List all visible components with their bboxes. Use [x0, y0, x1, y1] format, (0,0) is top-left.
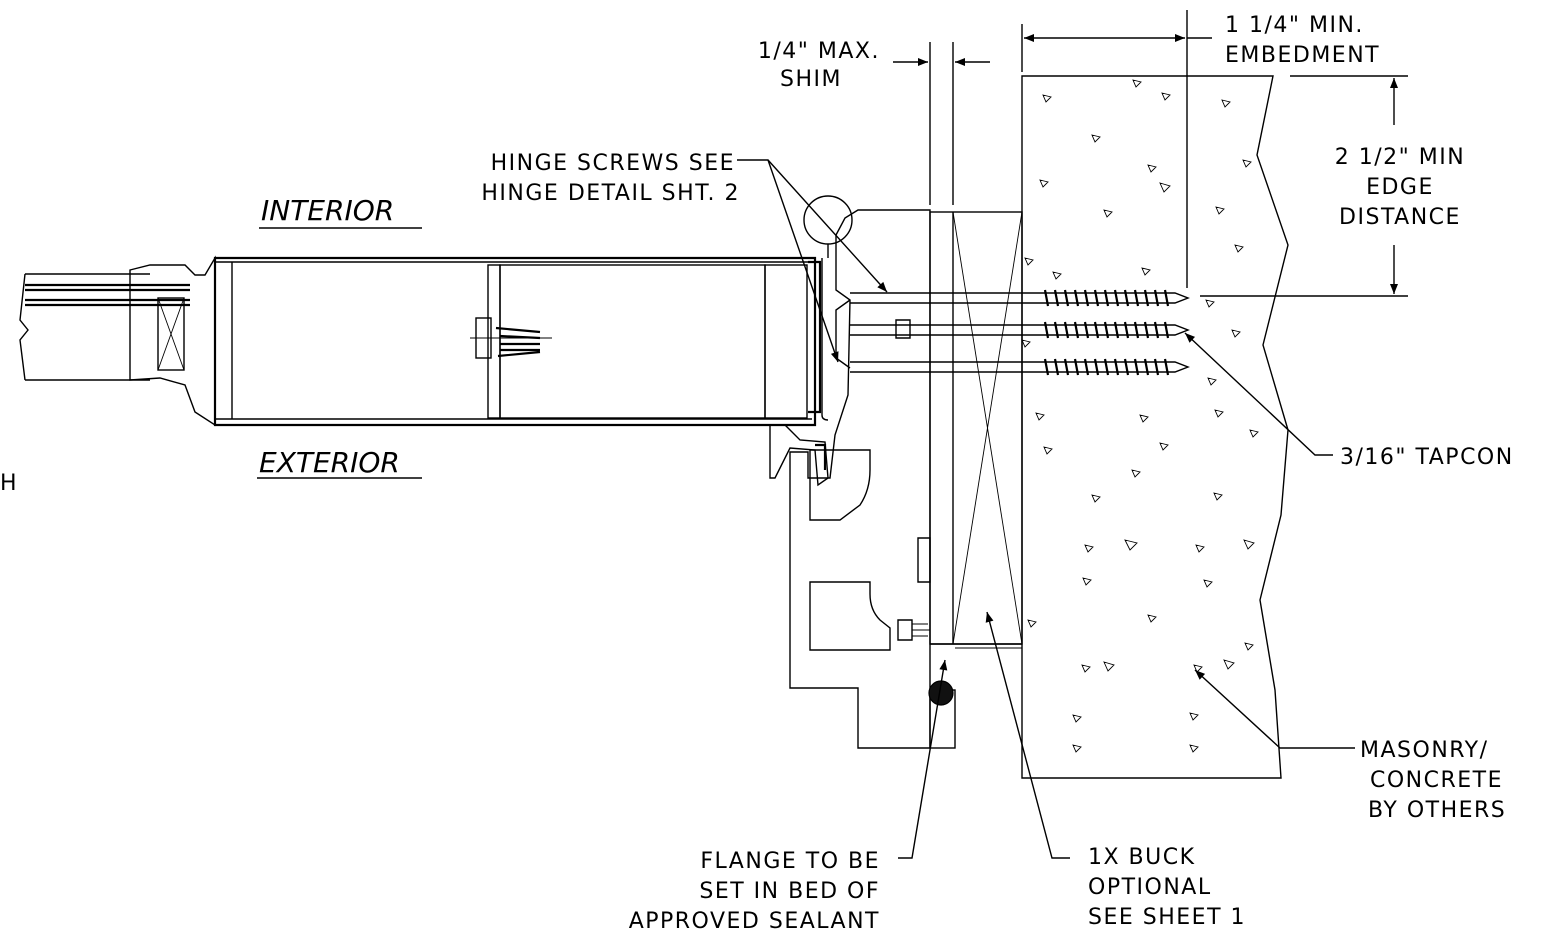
leader-lines — [737, 159, 1355, 859]
frame-profile — [789, 209, 931, 749]
dimension-embedment — [1021, 10, 1212, 288]
annotation-labels: INTERIOR EXTERIOR 1/4" MAX. SHIM 1 1/4" … — [0, 13, 1514, 934]
buck-label-line1: 1X BUCK — [1088, 845, 1196, 870]
hinge-screws-label-line1: HINGE SCREWS SEE — [491, 151, 735, 176]
shim-label-line2: SHIM — [780, 67, 842, 92]
buck-label-line3: SEE SHEET 1 — [1088, 905, 1246, 930]
wood-buck — [929, 211, 1023, 645]
sealant-bead — [928, 680, 956, 749]
hinge-knuckle — [803, 195, 853, 245]
flange-label-line2: SET IN BED OF — [699, 879, 880, 904]
tapcon-anchors — [835, 289, 1190, 376]
edge-distance-label-line3: DISTANCE — [1339, 205, 1461, 230]
masonry-wall — [1021, 75, 1289, 779]
embedment-label-line1: 1 1/4" MIN. — [1225, 13, 1364, 38]
masonry-label-line2: CONCRETE — [1370, 768, 1503, 793]
exterior-label: EXTERIOR — [259, 446, 400, 479]
masonry-label-line3: BY OTHERS — [1368, 798, 1506, 823]
flange-label-line3: APPROVED SEALANT — [629, 909, 880, 934]
edge-distance-label-line1: 2 1/2" MIN — [1335, 145, 1465, 170]
shim-label-line1: 1/4" MAX. — [758, 39, 880, 64]
dimension-shim — [893, 42, 990, 205]
tapcon-label: 3/16" TAPCON — [1340, 445, 1514, 470]
flange-label-line1: FLANGE TO BE — [700, 849, 880, 874]
embedment-label-line2: EMBEDMENT — [1225, 43, 1380, 68]
cropped-edge-text: H — [0, 471, 18, 496]
interior-label: INTERIOR — [261, 194, 394, 227]
buck-label-line2: OPTIONAL — [1088, 875, 1212, 900]
sash-profile — [19, 255, 829, 487]
glass-unit — [19, 273, 190, 381]
edge-distance-label-line2: EDGE — [1366, 175, 1434, 200]
aggregate-marks — [1021, 79, 1259, 753]
hinge-screws-label-line2: HINGE DETAIL SHT. 2 — [481, 181, 740, 206]
dimension-edge-distance — [1200, 75, 1408, 297]
masonry-label-line1: MASONRY/ — [1360, 738, 1489, 763]
